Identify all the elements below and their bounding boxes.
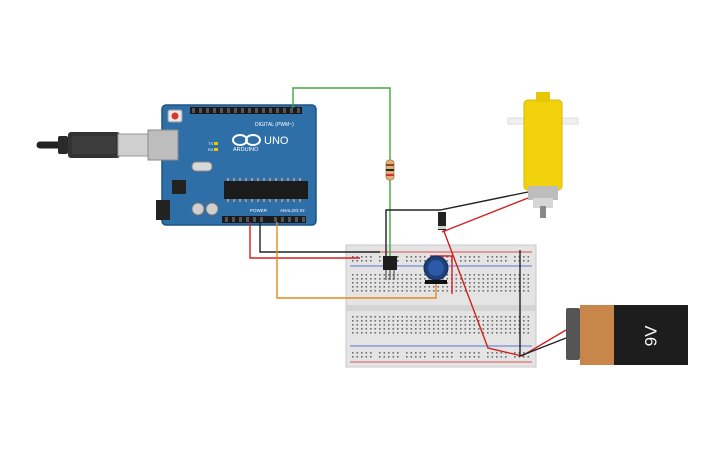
transistor[interactable] [383,256,397,280]
wire-diode-red [441,225,567,357]
arduino-uno-board[interactable]: DIGITAL (PWM~) ARDUINO UNO TX RX [147,104,317,226]
arduino-logo-icon [232,134,261,146]
usb-cable [36,132,149,158]
battery-label: 9V [641,325,660,346]
breadboard[interactable] [345,244,537,368]
power-label: POWER [250,208,268,213]
resistor[interactable] [385,159,395,181]
dc-motor[interactable] [507,92,579,218]
digital-pwm-label: DIGITAL (PWM~) [255,122,294,128]
rx-label: RX [208,147,214,152]
wire-gnd-black [259,222,380,253]
board-model: UNO [264,135,289,147]
wire-motor-black [385,191,529,258]
battery-9v[interactable]: 9V [566,305,688,365]
potentiometer[interactable] [423,255,449,284]
tx-label: TX [208,141,213,146]
wire-5v-red [249,222,360,259]
wire-analog-orange [276,222,437,299]
wire-gnd-batt [519,250,567,358]
analog-in-label: ANALOG IN [280,208,305,213]
wires [249,87,567,358]
diode[interactable] [438,212,446,230]
wire-motor-red [441,197,529,233]
arduino-brand: ARDUINO [233,147,259,153]
